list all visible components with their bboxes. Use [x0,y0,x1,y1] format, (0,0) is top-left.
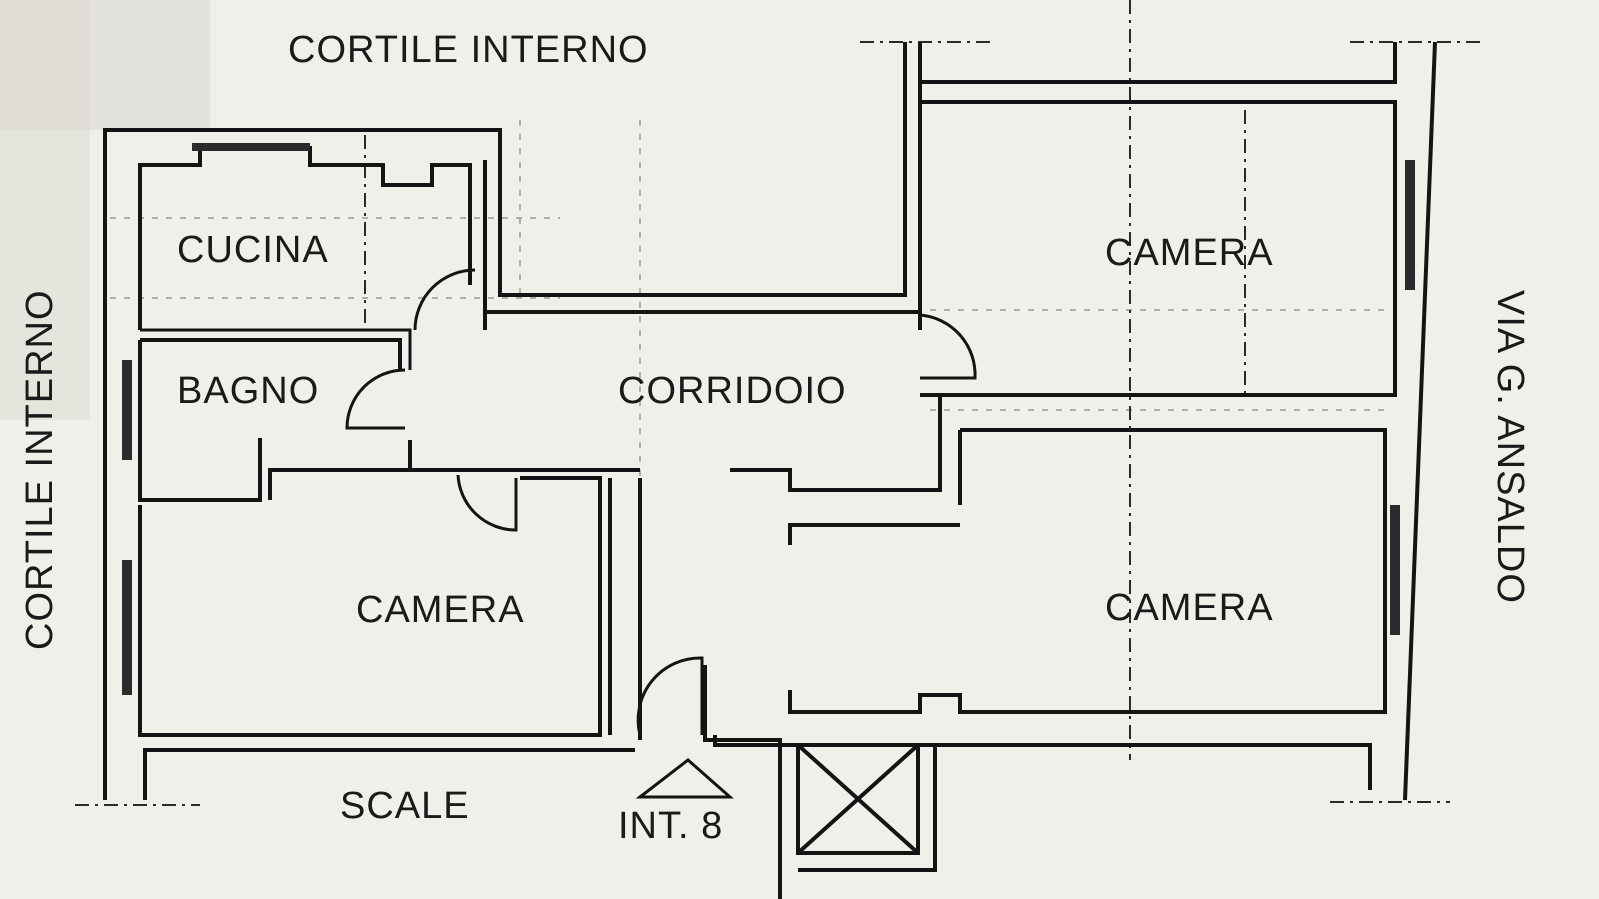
scan-shadow [0,0,90,420]
scan-shadow-top [0,0,210,130]
label-via-g-ansaldo: VIA G. ANSALDO [1489,290,1531,604]
label-cortile-interno-left: CORTILE INTERNO [19,289,61,650]
label-camera-bottom-left: CAMERA [356,589,525,631]
label-corridoio: CORRIDOIO [618,370,847,412]
label-scale: SCALE [340,785,470,827]
label-camera-bottom-right: CAMERA [1105,587,1274,629]
window-camera-left [122,560,132,695]
windows [122,143,1415,695]
walls [103,41,1437,899]
faint-guides [110,120,1390,500]
axis-lines [75,0,1480,806]
doors [345,268,977,736]
window-kitchen [192,143,310,151]
window-camera-bottom-right [1390,505,1400,635]
label-cortile-interno-top: CORTILE INTERNO [288,29,649,71]
label-camera-top-right: CAMERA [1105,232,1274,274]
label-bagno: BAGNO [177,370,319,412]
window-bathroom [122,360,132,460]
label-int-8: INT. 8 [618,805,723,847]
window-camera-top-right [1405,160,1415,290]
label-cucina: CUCINA [177,229,329,271]
